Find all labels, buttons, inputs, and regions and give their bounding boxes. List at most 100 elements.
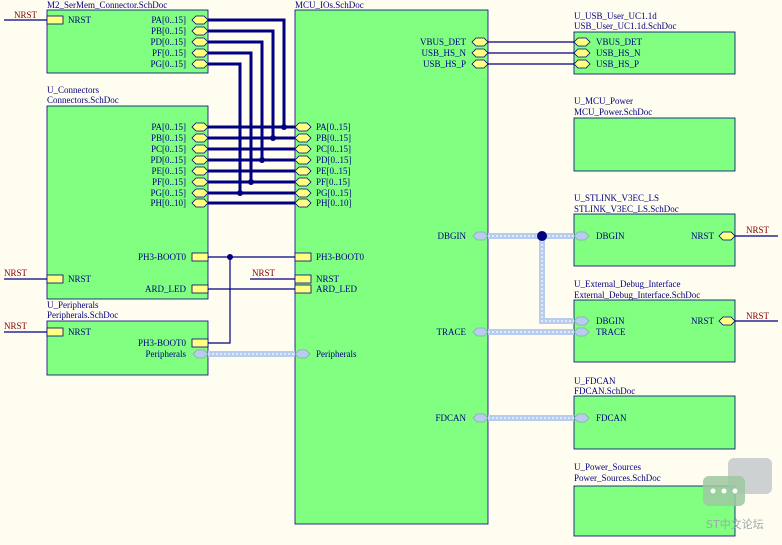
ports-connectors: PA[0..15] PB[0..15] PC[0..15] PD[0..15] … <box>46 122 209 294</box>
sheet-designator-stlink: U_STLINK_V3EC_LS <box>574 193 659 203</box>
sheet-fdcan[interactable] <box>573 395 736 450</box>
bus-junctions <box>237 124 287 196</box>
sheet-designator-peripherals: U_Peripherals <box>47 300 99 310</box>
port-nrst[interactable] <box>46 15 64 25</box>
svg-text:PC[0..15]: PC[0..15] <box>151 144 186 154</box>
svg-text:Peripherals: Peripherals <box>316 349 357 359</box>
watermark: ST中文论坛 <box>703 458 772 531</box>
sheet-connectors[interactable] <box>46 105 209 300</box>
svg-text:ARD_LED: ARD_LED <box>145 284 186 294</box>
port-label: NRST <box>68 15 92 25</box>
svg-text:PA[0..15]: PA[0..15] <box>151 15 186 25</box>
svg-text:PF[0..15]: PF[0..15] <box>152 177 186 187</box>
svg-text:PH3-BOOT0: PH3-BOOT0 <box>138 252 187 262</box>
sheet-m2-serial-memory[interactable] <box>46 9 209 74</box>
ports-fdcan: FDCAN <box>573 413 627 423</box>
sheet-designator-connectors: U_Connectors <box>47 85 99 95</box>
svg-text:PH3-BOOT0: PH3-BOOT0 <box>138 338 187 348</box>
sheet-stlink[interactable] <box>573 213 736 267</box>
sheet-usb-user[interactable] <box>573 31 736 75</box>
svg-text:PG[0..15]: PG[0..15] <box>151 59 187 69</box>
svg-text:PG[0..15]: PG[0..15] <box>151 188 187 198</box>
sheet-mcu-ios[interactable] <box>294 9 489 525</box>
svg-text:PG[0..15]: PG[0..15] <box>316 188 352 198</box>
ports-stlink: DBGIN NRST <box>573 231 736 241</box>
ports-mcu-left: PA[0..15] PB[0..15] PC[0..15] PD[0..15] … <box>294 122 365 359</box>
svg-text:USB_HS_P: USB_HS_P <box>423 59 466 69</box>
svg-text:TRACE: TRACE <box>596 327 626 337</box>
ports-m2: NRST PA[0..15] PB[0..15] PD[0..15] PF[0.… <box>46 15 209 69</box>
bus-lines <box>208 18 295 205</box>
svg-text:ARD_LED: ARD_LED <box>316 284 357 294</box>
svg-text:NRST: NRST <box>691 316 715 326</box>
svg-text:PH3-BOOT0: PH3-BOOT0 <box>316 252 365 262</box>
svg-text:PD[0..15]: PD[0..15] <box>151 37 187 47</box>
svg-text:PF[0..15]: PF[0..15] <box>316 177 350 187</box>
sheet-mcu-power[interactable] <box>573 117 736 172</box>
svg-text:TRACE: TRACE <box>436 327 466 337</box>
svg-text:USB_HS_N: USB_HS_N <box>596 48 641 58</box>
svg-text:PE[0..15]: PE[0..15] <box>152 166 187 176</box>
sheet-title-peripherals: Peripherals.SchDoc <box>47 310 118 320</box>
svg-text:PD[0..15]: PD[0..15] <box>151 155 187 165</box>
sheet-designator-power: U_MCU_Power <box>574 96 633 106</box>
sheet-title-power: MCU_Power.SchDoc <box>574 107 652 117</box>
sheet-designator-usb: U_USB_User_UC1.1d <box>574 11 657 21</box>
watermark-text: ST中文论坛 <box>706 517 764 531</box>
svg-text:PE[0..15]: PE[0..15] <box>316 166 351 176</box>
sheet-external-debug[interactable] <box>573 299 736 363</box>
sheet-designator-fdcan: U_FDCAN <box>574 376 616 386</box>
svg-text:PH[0..10]: PH[0..10] <box>316 198 352 208</box>
svg-text:PD[0..15]: PD[0..15] <box>316 155 352 165</box>
svg-text:FDCAN: FDCAN <box>596 413 627 423</box>
sheet-title-connectors: Connectors.SchDoc <box>47 95 119 105</box>
sheet-title-m2: M2_SerMem_Connector.SchDoc <box>47 0 167 10</box>
ports-ext-debug: DBGIN TRACE NRST <box>573 316 736 337</box>
svg-text:NRST: NRST <box>691 231 715 241</box>
sheet-title-ext: External_Debug_Interface.SchDoc <box>574 290 700 300</box>
sheet-title-psrc: Power_Sources.SchDoc <box>574 473 661 483</box>
sheet-designator-ext: U_External_Debug_Interface <box>574 279 680 289</box>
svg-text:PA[0..15]: PA[0..15] <box>151 122 186 132</box>
net-label-nrst: NRST <box>14 10 38 20</box>
sheet-title-usb: USB_User_UC1.1d.SchDoc <box>574 21 677 31</box>
svg-text:NRST: NRST <box>68 274 92 284</box>
svg-text:DBGIN: DBGIN <box>596 231 625 241</box>
svg-text:PA[0..15]: PA[0..15] <box>316 122 351 132</box>
svg-text:USB_HS_N: USB_HS_N <box>421 48 466 58</box>
svg-text:PB[0..15]: PB[0..15] <box>151 133 186 143</box>
sheet-peripherals[interactable] <box>46 320 209 376</box>
svg-text:DBGIN: DBGIN <box>596 316 625 326</box>
svg-text:PB[0..15]: PB[0..15] <box>316 133 351 143</box>
svg-text:PF[0..15]: PF[0..15] <box>152 48 186 58</box>
net-label-nrst: NRST <box>4 268 28 278</box>
harness-lines <box>208 233 574 421</box>
sheet-title-stlink: STLINK_V3EC_LS.SchDoc <box>574 204 679 214</box>
net-label-nrst: NRST <box>252 268 276 278</box>
sheet-designator-psrc: U_Power_Sources <box>574 462 641 472</box>
svg-text:VBUS_DET: VBUS_DET <box>596 37 643 47</box>
harness-junction <box>537 231 547 241</box>
ports-mcu-right: VBUS_DET USB_HS_N USB_HS_P DBGIN TRACE F… <box>420 37 489 423</box>
svg-text:NRST: NRST <box>68 327 92 337</box>
net-label-nrst: NRST <box>4 321 28 331</box>
port-pa <box>191 15 209 25</box>
svg-text:PH[0..10]: PH[0..10] <box>151 198 187 208</box>
svg-text:PB[0..15]: PB[0..15] <box>151 26 186 36</box>
sheet-title-fdcan: FDCAN.SchDoc <box>574 386 635 396</box>
svg-text:Peripherals: Peripherals <box>146 349 187 359</box>
svg-text:PC[0..15]: PC[0..15] <box>316 144 351 154</box>
svg-text:NRST: NRST <box>316 274 340 284</box>
ports-usb: VBUS_DET USB_HS_N USB_HS_P <box>573 37 643 69</box>
net-label-nrst: NRST <box>746 225 770 235</box>
svg-text:VBUS_DET: VBUS_DET <box>420 37 467 47</box>
net-label-nrst: NRST <box>746 311 770 321</box>
ports-peripherals: NRST PH3-BOOT0 Peripherals <box>46 327 209 359</box>
svg-text:USB_HS_P: USB_HS_P <box>596 59 639 69</box>
svg-text:DBGIN: DBGIN <box>438 231 467 241</box>
wires <box>4 19 778 344</box>
wire-junction <box>227 254 233 260</box>
svg-text:FDCAN: FDCAN <box>435 413 466 423</box>
